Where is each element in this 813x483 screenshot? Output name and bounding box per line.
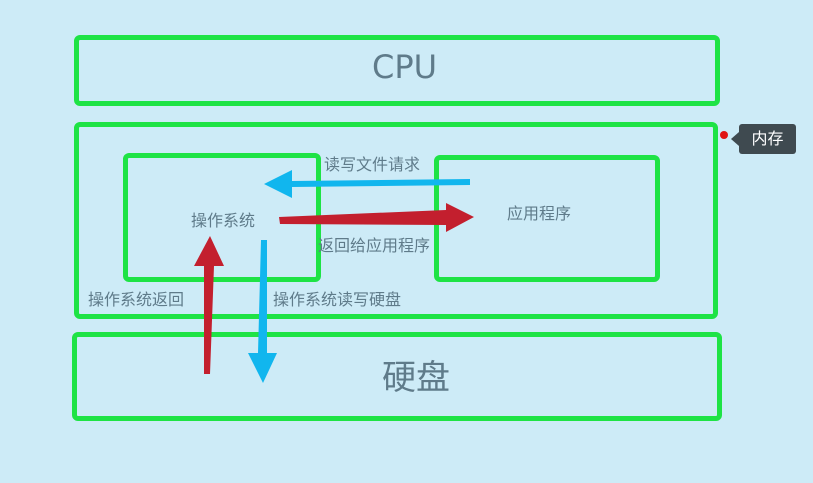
memory-box xyxy=(74,122,718,319)
app-label: 应用程序 xyxy=(507,204,572,223)
memory-anchor-dot xyxy=(720,131,728,139)
disk-label: 硬盘 xyxy=(382,358,450,398)
memory-tag: 内存 xyxy=(731,124,796,154)
disk-box xyxy=(72,332,722,421)
read-write-request-label: 读写文件请求 xyxy=(324,155,421,174)
os-read-write-disk-label: 操作系统读写硬盘 xyxy=(273,290,402,309)
return-to-app-label: 返回给应用程序 xyxy=(318,236,431,255)
cpu-box xyxy=(74,35,720,106)
cpu-label: CPU xyxy=(372,48,438,86)
os-return-label: 操作系统返回 xyxy=(88,290,185,309)
os-label: 操作系统 xyxy=(191,211,256,230)
